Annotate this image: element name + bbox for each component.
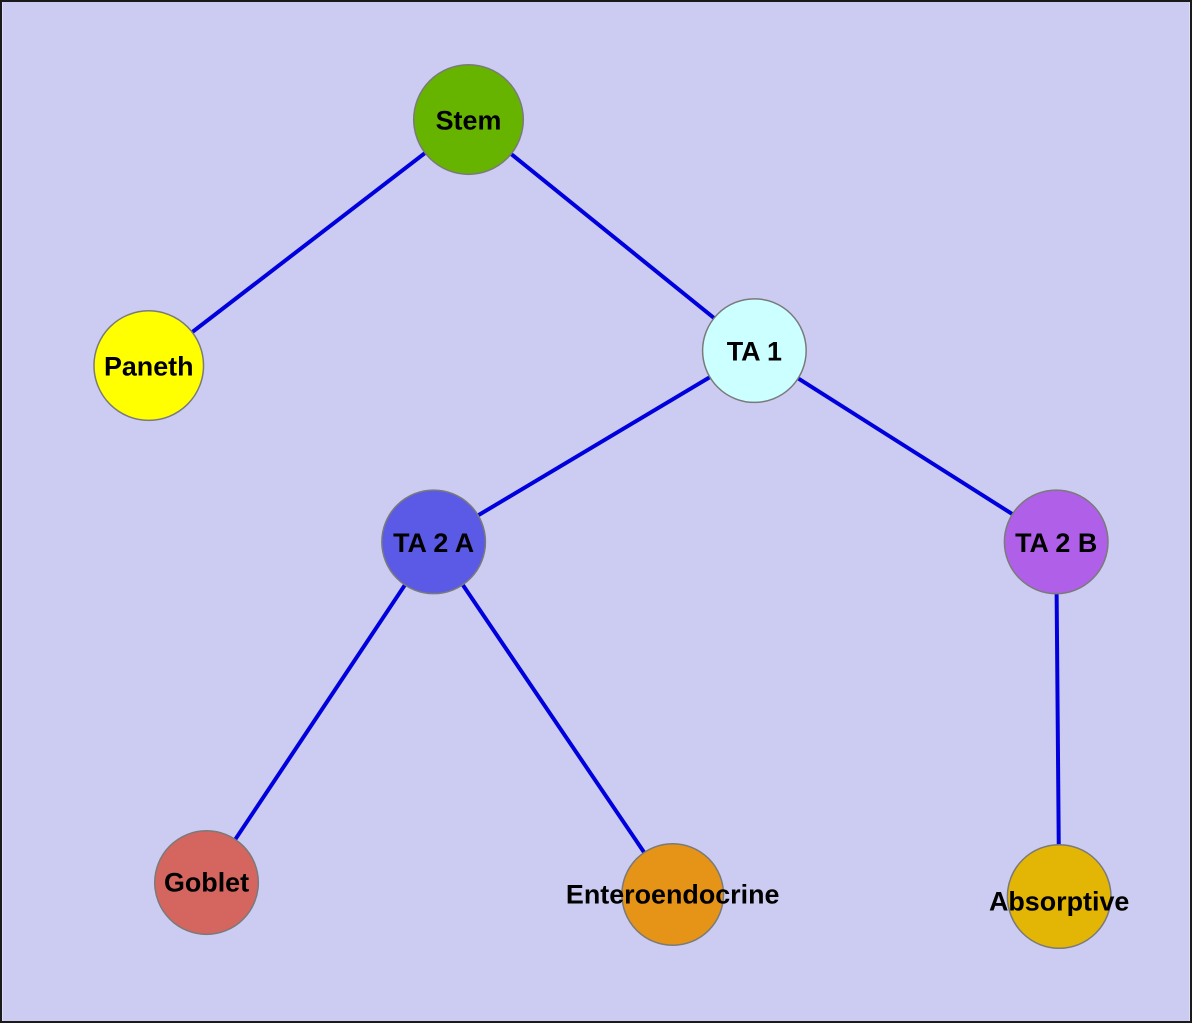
node-ta2a[interactable]: TA 2 A <box>381 489 487 595</box>
node-paneth-label: Paneth <box>104 352 194 382</box>
node-stem-circle[interactable] <box>412 64 525 176</box>
node-layer: Stem Paneth TA 1 TA 2 A TA 2 B Goblet <box>93 64 1129 950</box>
edge-ta2b-absorptive <box>1054 541 1062 897</box>
edge-layer <box>147 117 1062 897</box>
node-ta1[interactable]: TA 1 <box>701 298 807 404</box>
node-ta2b[interactable]: TA 2 B <box>1003 489 1109 595</box>
node-absorptive-label: Absorptive <box>989 886 1129 916</box>
node-enteroendocrine[interactable]: Enteroendocrine <box>566 842 780 947</box>
node-paneth[interactable]: Paneth <box>93 310 205 422</box>
node-ta2b-circle[interactable] <box>1003 489 1109 595</box>
node-goblet-label: Goblet <box>164 868 249 898</box>
node-stem[interactable]: Stem <box>412 64 525 176</box>
node-ta2a-circle[interactable] <box>381 489 487 595</box>
edge-ta1-ta2a <box>432 348 756 544</box>
node-absorptive-circle[interactable] <box>1006 843 1112 950</box>
edge-stem-paneth <box>147 117 470 368</box>
edge-stem-ta1 <box>467 117 756 353</box>
edge-ta2a-enteroendocrine <box>431 540 675 896</box>
node-goblet-circle[interactable] <box>153 829 260 936</box>
node-paneth-circle[interactable] <box>93 310 205 422</box>
node-enteroendocrine-label: Enteroendocrine <box>566 879 780 909</box>
node-stem-label: Stem <box>436 105 502 135</box>
node-goblet[interactable]: Goblet <box>153 829 260 936</box>
edge-ta1-ta2b <box>753 348 1058 544</box>
node-ta2b-label: TA 2 B <box>1015 528 1097 558</box>
edge-ta2a-goblet <box>204 540 436 884</box>
node-ta1-circle[interactable] <box>701 298 807 404</box>
node-ta1-label: TA 1 <box>727 337 782 367</box>
node-ta2a-label: TA 2 A <box>393 528 474 558</box>
node-absorptive[interactable]: Absorptive <box>989 843 1129 950</box>
node-enteroendocrine-circle[interactable] <box>621 842 725 947</box>
